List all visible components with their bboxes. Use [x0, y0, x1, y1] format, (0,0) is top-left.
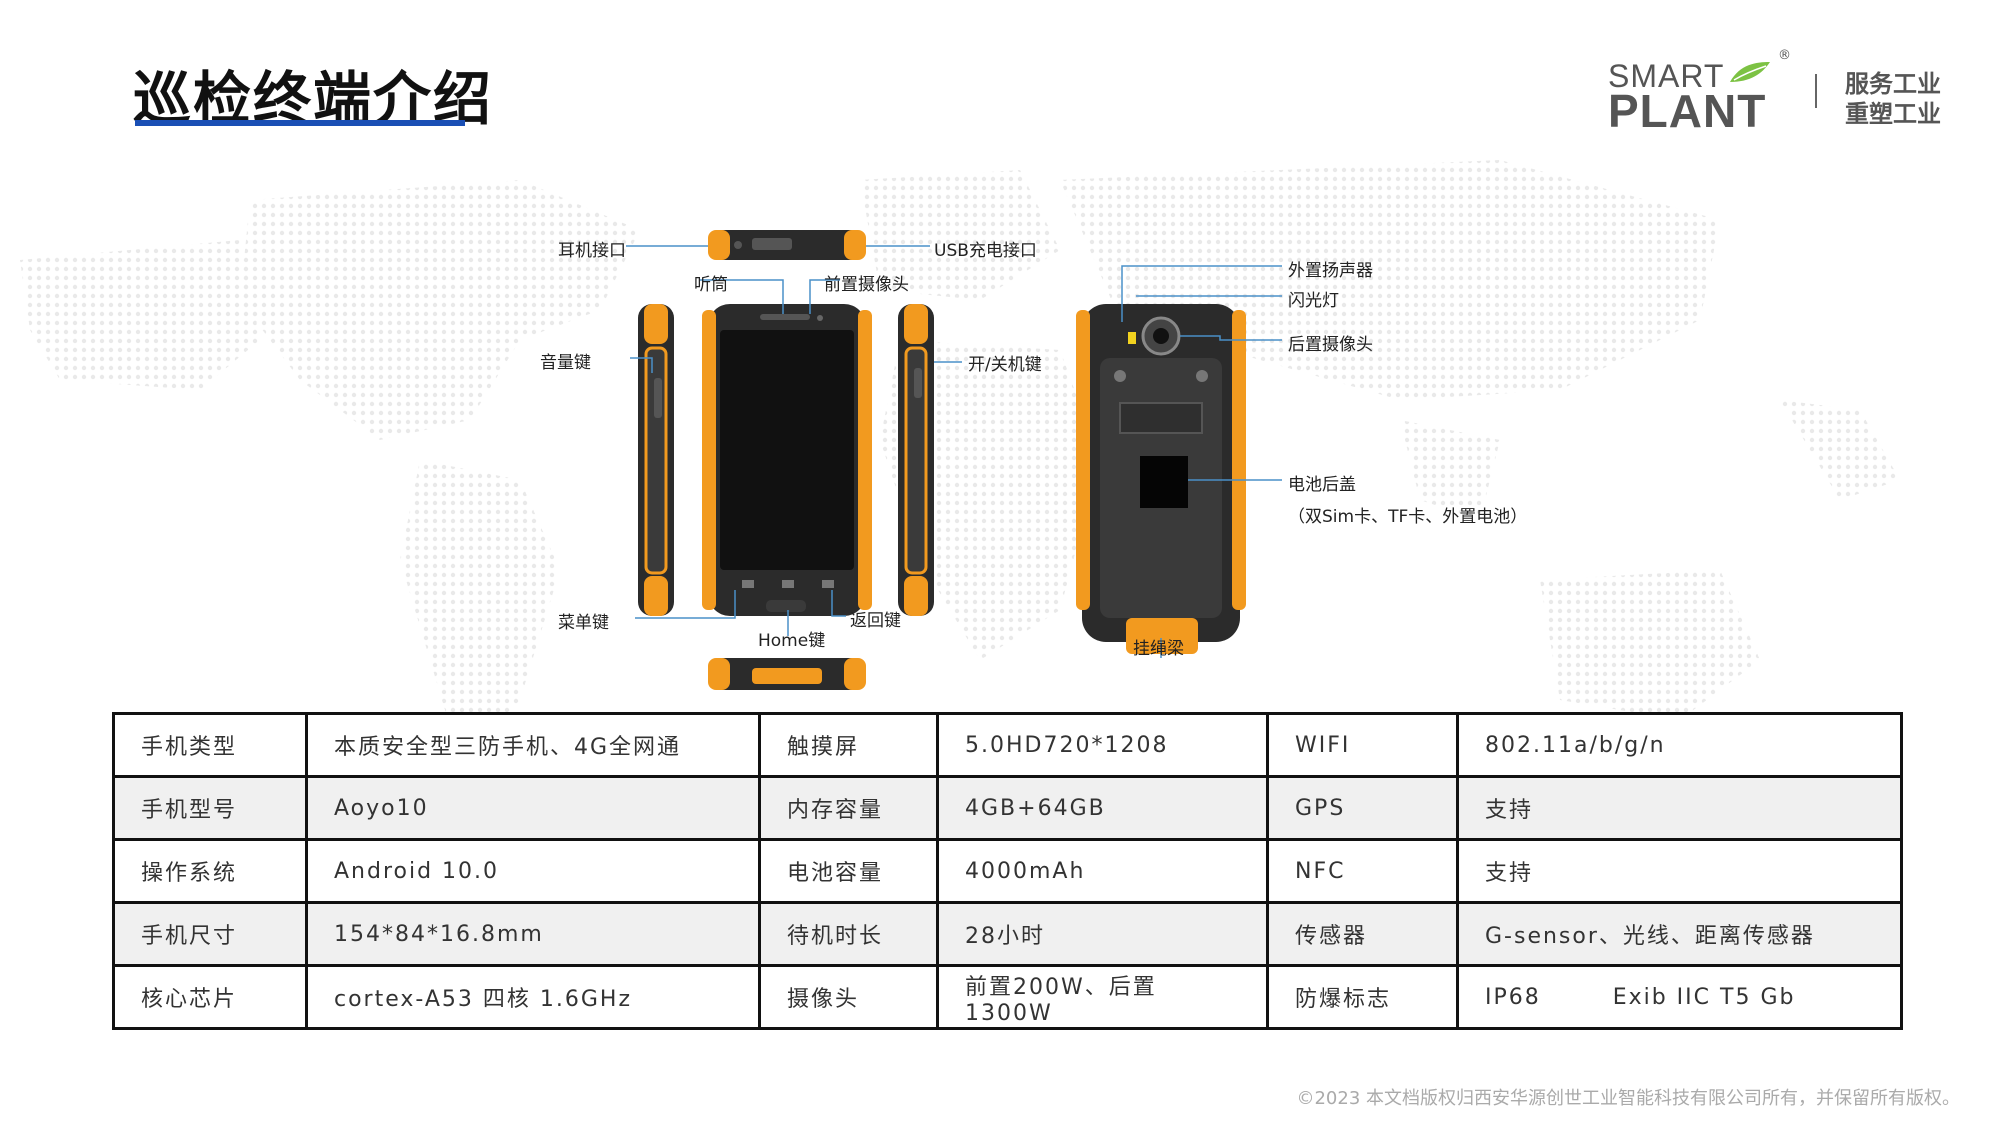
spec-value: 前置200W、后置1300W — [936, 964, 1269, 1030]
spec-label: GPS — [1266, 775, 1459, 841]
spec-label: 摄像头 — [758, 964, 939, 1030]
label-power-key: 开/关机键 — [968, 355, 1042, 375]
spec-label: 防爆标志 — [1266, 964, 1459, 1030]
spec-label: WIFI — [1266, 712, 1459, 778]
label-flash: 闪光灯 — [1288, 291, 1339, 311]
title-underline — [135, 120, 465, 126]
world-map-background — [20, 160, 1900, 760]
spec-value: Aoyo10 — [305, 775, 761, 841]
device-illustration — [626, 230, 1282, 690]
spec-label: 传感器 — [1266, 901, 1459, 967]
label-earphone-jack: 耳机接口 — [558, 241, 626, 261]
spec-value: 802.11a/b/g/n — [1456, 712, 1903, 778]
spec-label: 电池容量 — [758, 838, 939, 904]
leaf-icon — [1730, 62, 1770, 82]
label-back-key: 返回键 — [850, 611, 901, 631]
table-row: 手机类型 本质安全型三防手机、4G全网通 触摸屏 5.0HD720*1208 W… — [112, 712, 1903, 778]
device-back-view — [1076, 304, 1246, 654]
label-volume-key: 音量键 — [540, 353, 591, 373]
copyright-notice: ©2023 本文档版权归西安华源创世工业智能科技有限公司所有，并保留所有版权。 — [1296, 1088, 1960, 1109]
brand-logo: SMART PLANT ® 服务工业 重塑工业 — [1608, 48, 1948, 137]
device-top-view — [708, 230, 866, 260]
spec-label: 操作系统 — [112, 838, 308, 904]
device-front-view — [702, 304, 872, 616]
table-row: 手机型号 Aoyo10 内存容量 4GB+64GB GPS 支持 — [112, 775, 1903, 841]
callout-lines — [626, 245, 1282, 658]
table-row: 核心芯片 cortex-A53 四核 1.6GHz 摄像头 前置200W、后置1… — [112, 964, 1903, 1030]
spec-value: cortex-A53 四核 1.6GHz — [305, 964, 761, 1030]
spec-value: 4000mAh — [936, 838, 1269, 904]
table-row: 操作系统 Android 10.0 电池容量 4000mAh NFC 支持 — [112, 838, 1903, 904]
spec-label: NFC — [1266, 838, 1459, 904]
label-external-speaker: 外置扬声器 — [1288, 261, 1373, 281]
spec-value: Android 10.0 — [305, 838, 761, 904]
spec-value: 4GB+64GB — [936, 775, 1269, 841]
spec-label: 手机类型 — [112, 712, 308, 778]
table-row: 手机尺寸 154*84*16.8mm 待机时长 28小时 传感器 G-senso… — [112, 901, 1903, 967]
spec-value: 5.0HD720*1208 — [936, 712, 1269, 778]
label-home-key: Home键 — [758, 631, 826, 651]
label-menu-key: 菜单键 — [558, 613, 609, 633]
label-rear-camera: 后置摄像头 — [1288, 335, 1373, 355]
spec-label: 触摸屏 — [758, 712, 939, 778]
spec-label: 待机时长 — [758, 901, 939, 967]
device-diagram: 耳机接口 USB充电接口 听筒 前置摄像头 音量键 开/关机键 菜单键 Home… — [520, 218, 1527, 698]
label-lanyard: 挂绳梁 — [1133, 639, 1184, 659]
spec-value: IP68 Exib IIC T5 Gb — [1456, 964, 1903, 1030]
logo-divider — [1815, 74, 1817, 108]
spec-value: 支持 — [1456, 775, 1903, 841]
slogan-line-2: 重塑工业 — [1845, 100, 1941, 128]
spec-label: 手机型号 — [112, 775, 308, 841]
label-battery-cover: 电池后盖 — [1288, 475, 1356, 495]
label-front-camera: 前置摄像头 — [824, 275, 909, 295]
spec-value: 本质安全型三防手机、4G全网通 — [305, 712, 761, 778]
spec-table: 手机类型 本质安全型三防手机、4G全网通 触摸屏 5.0HD720*1208 W… — [112, 712, 1903, 1030]
device-bottom-view — [708, 658, 866, 690]
label-usb-port: USB充电接口 — [934, 241, 1037, 261]
spec-label: 手机尺寸 — [112, 901, 308, 967]
spec-value: G-sensor、光线、距离传感器 — [1456, 901, 1903, 967]
spec-label: 内存容量 — [758, 775, 939, 841]
slogan-line-1: 服务工业 — [1845, 70, 1941, 98]
label-earpiece: 听筒 — [694, 275, 728, 295]
device-left-view — [638, 304, 674, 616]
label-battery-cover-note: （双Sim卡、TF卡、外置电池） — [1288, 507, 1528, 527]
brand-line-2: PLANT — [1608, 85, 1767, 137]
device-right-view — [898, 304, 934, 616]
registered-mark: ® — [1778, 48, 1791, 63]
spec-value: 154*84*16.8mm — [305, 901, 761, 967]
spec-value: 支持 — [1456, 838, 1903, 904]
spec-label: 核心芯片 — [112, 964, 308, 1030]
brand-line-1: SMART — [1608, 58, 1725, 94]
spec-value: 28小时 — [936, 901, 1269, 967]
